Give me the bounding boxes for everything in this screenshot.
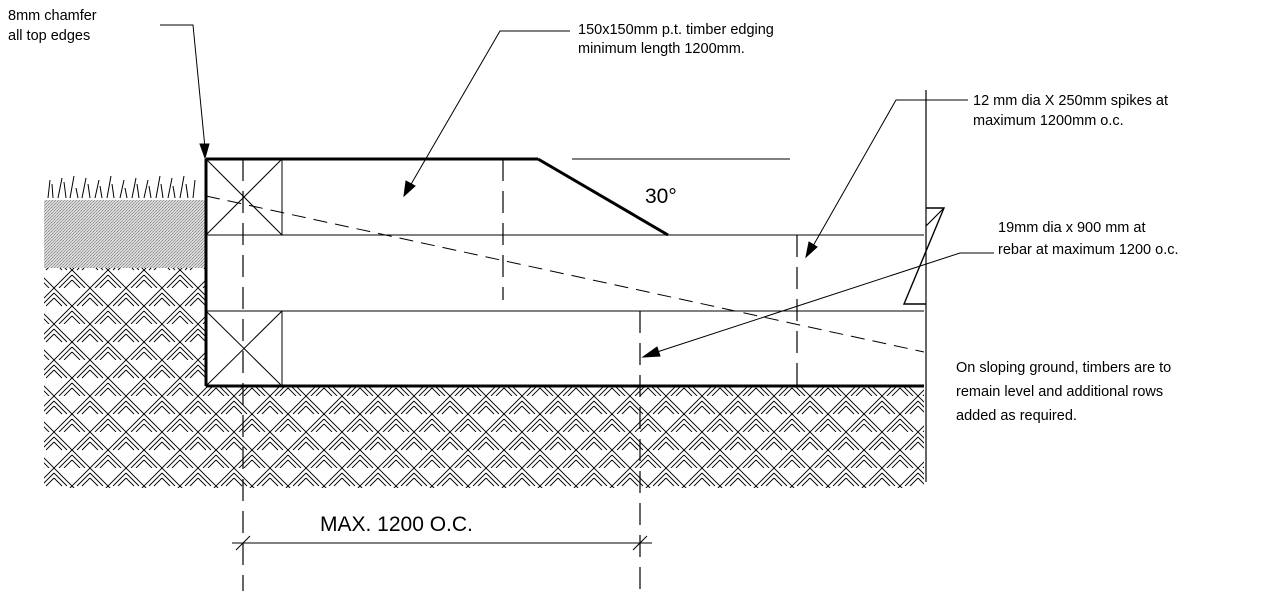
- note-rebar-line-2: rebar at maximum 1200 o.c.: [998, 242, 1179, 258]
- sloping-ground-line: [205, 195, 925, 353]
- leader-edging: [403, 30, 570, 198]
- note-rebar: 19mm dia x 900 mm at rebar at maximum 12…: [998, 220, 1179, 258]
- svg-text:rebar at maximum 1200 o.c.: rebar at maximum 1200 o.c.: [998, 242, 1179, 258]
- topsoil-gravel: [44, 200, 206, 268]
- svg-text:minimum length 1200mm.: minimum length 1200mm.: [578, 41, 745, 57]
- note-sloping-line-2: remain level and additional rows: [956, 384, 1163, 400]
- dimension-label: MAX. 1200 O.C.: [320, 513, 473, 536]
- soil-hatch-below: [206, 386, 924, 488]
- svg-text:all top edges: all top edges: [8, 28, 90, 44]
- note-spikes-line-1: 12 mm dia X 250mm spikes at: [973, 93, 1168, 109]
- svg-text:150x150mm p.t. timber edging: 150x150mm p.t. timber edging: [578, 22, 774, 38]
- timber-section-bottom: [205, 310, 283, 387]
- note-edging: 150x150mm p.t. timber edging minimum len…: [578, 22, 774, 57]
- soil-hatch-left: [44, 268, 206, 488]
- leader-rebar: [641, 252, 994, 358]
- note-rebar-line-1: 19mm dia x 900 mm at: [998, 220, 1145, 236]
- svg-text:8mm chamfer: 8mm chamfer: [8, 8, 97, 24]
- angle-label: 30°: [645, 185, 677, 208]
- grass: [47, 175, 196, 199]
- svg-text:12 mm dia X 250mm spikes at: 12 mm dia X 250mm spikes at: [973, 93, 1168, 109]
- timber-section-top: [205, 158, 283, 236]
- leader-spikes: [805, 99, 968, 259]
- note-edging-line-2: minimum length 1200mm.: [578, 41, 745, 57]
- leader-chamfer: [160, 24, 210, 160]
- svg-text:maximum 1200mm o.c.: maximum 1200mm o.c.: [973, 113, 1124, 129]
- note-sloping-ground: On sloping ground, timbers are to remain…: [956, 360, 1171, 424]
- note-sloping-line-3: added as required.: [956, 408, 1077, 424]
- dimension-line: [232, 535, 652, 551]
- note-chamfer: 8mm chamfer all top edges: [8, 8, 97, 44]
- note-sloping-line-1: On sloping ground, timbers are to: [956, 360, 1171, 376]
- rebar-centrelines: [242, 159, 798, 591]
- note-chamfer-line-2: all top edges: [8, 28, 90, 44]
- svg-text:19mm dia x 900 mm at: 19mm dia x 900 mm at: [998, 220, 1145, 236]
- svg-text:On sloping ground, timbers are: On sloping ground, timbers are to: [956, 360, 1171, 376]
- svg-text:added as required.: added as required.: [956, 408, 1077, 424]
- svg-text:remain level and additional ro: remain level and additional rows: [956, 384, 1163, 400]
- note-spikes-line-2: maximum 1200mm o.c.: [973, 113, 1124, 129]
- note-chamfer-line-1: 8mm chamfer: [8, 8, 97, 24]
- note-edging-line-1: 150x150mm p.t. timber edging: [578, 22, 774, 38]
- note-spikes: 12 mm dia X 250mm spikes at maximum 1200…: [973, 93, 1168, 129]
